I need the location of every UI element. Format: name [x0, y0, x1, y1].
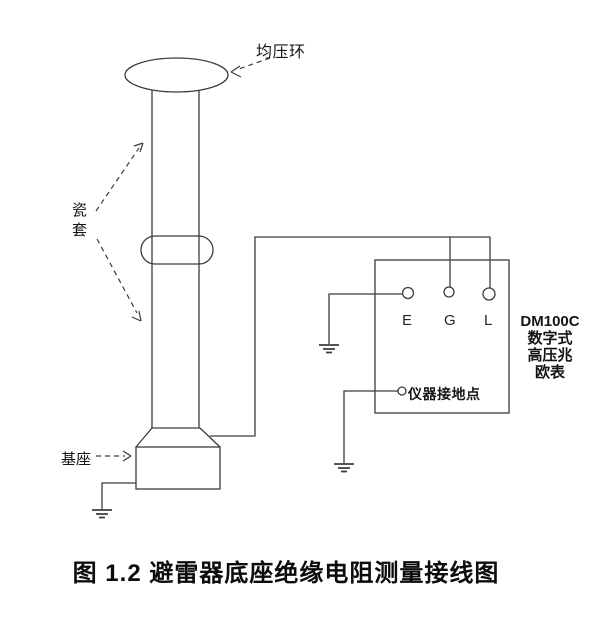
figure-caption: 图 1.2 避雷器底座绝缘电阻测量接线图: [72, 560, 500, 587]
instrument-ground-terminal: [397, 386, 407, 396]
grading-ring-label: 均压环: [256, 44, 306, 61]
porcelain-sleeve-shape: [151, 84, 200, 428]
sleeve-flange-shape: [140, 235, 214, 265]
wire-e-to-ground: [328, 293, 402, 344]
base-pedestal-shape: [135, 427, 221, 490]
terminal-g-label: G: [444, 312, 456, 329]
terminal-l-label: L: [484, 312, 493, 329]
dashed-arrow-icon: [95, 57, 271, 462]
terminal-e-label: E: [402, 312, 413, 329]
grading-ring-shape: [124, 57, 229, 93]
porcelain-sleeve-label: 瓷 套: [72, 202, 88, 239]
meter-name-label: DM100C 数字式 高压兆 欧表: [520, 313, 580, 381]
base-label: 基座: [61, 451, 92, 468]
terminal-circle-icon: [401, 286, 496, 301]
instrument-ground-label: 仪器接地点: [408, 386, 481, 402]
wire-base-to-meter: [210, 236, 491, 437]
earth-ground-icon: [334, 463, 354, 473]
wire-instrument-ground: [343, 390, 398, 463]
earth-ground-icon: [92, 509, 112, 519]
megohmmeter-box: [374, 259, 510, 414]
earth-ground-icon: [319, 344, 339, 354]
wire-base-ground: [101, 482, 136, 509]
